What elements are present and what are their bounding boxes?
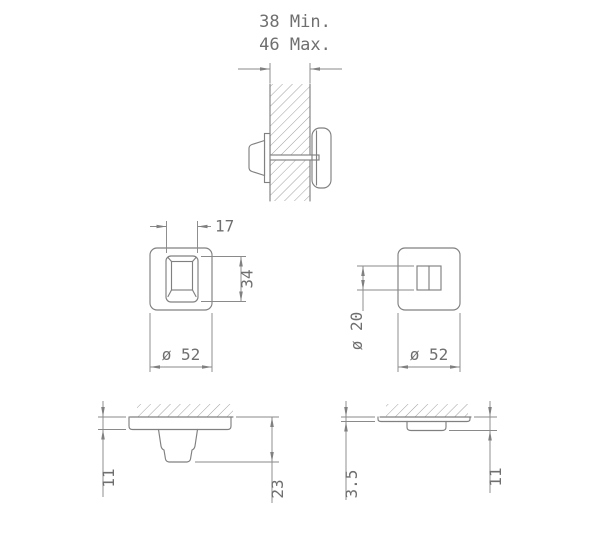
rose-profile-turn xyxy=(128,416,232,431)
rose-profile-release xyxy=(377,416,471,423)
dimension-label-door-max: 46 Max. xyxy=(259,35,331,55)
dimension-door-thickness xyxy=(238,63,342,83)
dimension-label-total-projection-turn: 23 xyxy=(268,479,287,498)
dimension-total-projection-release: 11 xyxy=(449,401,505,493)
door-panel-hatch xyxy=(270,84,310,201)
square-rose-front xyxy=(149,247,213,311)
dimension-label-rose-projection: 11 xyxy=(99,468,118,487)
dimension-boss-diameter: ø 20 xyxy=(347,265,414,351)
thumbturn-front xyxy=(165,255,199,303)
side-view-turn: 11 23 xyxy=(98,401,287,503)
front-view: 17 34 ø 52 xyxy=(149,217,257,372)
dimension-label-boss-diameter: ø 20 xyxy=(347,312,366,351)
dimension-turn-height: 34 xyxy=(201,256,257,302)
dimension-label-turn-height: 34 xyxy=(238,269,257,288)
dimension-rose-projection: 11 xyxy=(98,401,126,497)
dimension-label-total-projection-release: 11 xyxy=(486,467,505,486)
dimension-label-door-min: 38 Min. xyxy=(259,12,331,32)
dimension-total-projection-turn: 23 xyxy=(195,416,287,503)
outside-rose-section xyxy=(311,127,332,189)
dimension-label-turn-width: 17 xyxy=(215,217,234,236)
dimension-rose-size-front: ø 52 xyxy=(149,313,213,372)
dimension-rose-size-rear: ø 52 xyxy=(397,313,461,372)
rose-plate-section xyxy=(263,132,271,184)
side-view-release: 3.5 11 xyxy=(341,401,505,500)
dimension-rose-thickness: 3.5 xyxy=(341,401,375,500)
wall-hatch-right xyxy=(386,404,468,417)
dimension-label-rose-thickness: 3.5 xyxy=(342,470,361,499)
thumbturn-grip xyxy=(170,260,194,291)
dimension-label-rose-size-rear: ø 52 xyxy=(410,345,449,364)
thumbturn-knob-section xyxy=(248,139,266,177)
section-view: 38 Min. 46 Max. xyxy=(238,12,342,202)
square-rose-rear xyxy=(397,247,461,311)
wall-hatch-left xyxy=(137,404,233,417)
release-boss-profile xyxy=(406,420,447,432)
dimension-label-rose-size-front: ø 52 xyxy=(162,345,201,364)
rear-view: ø 20 ø 52 xyxy=(347,247,461,372)
thumbturn-profile xyxy=(157,428,199,463)
dimension-turn-width: 17 xyxy=(150,217,234,253)
